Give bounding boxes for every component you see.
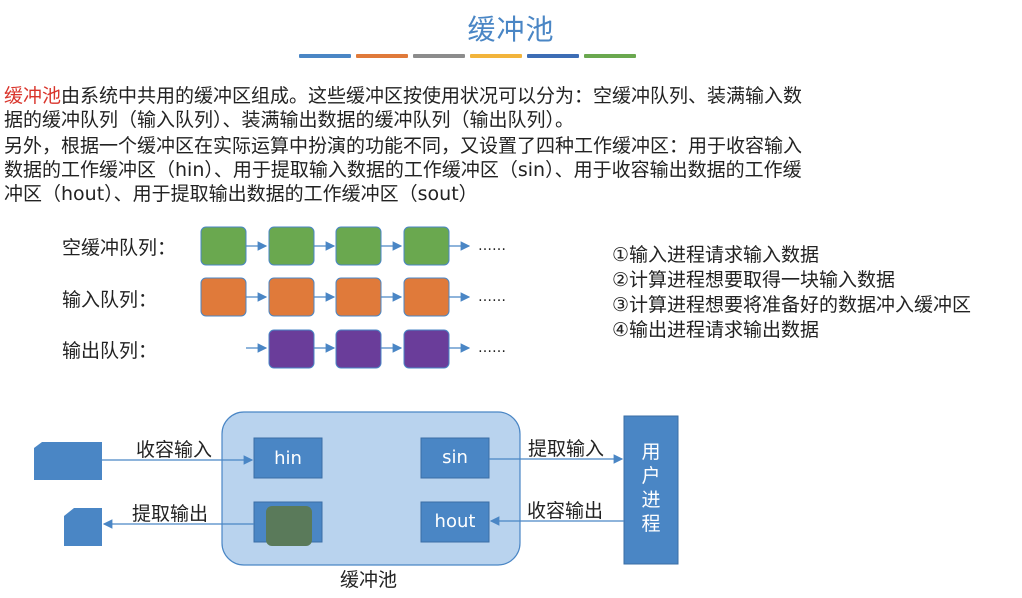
title-bar-segment [527, 54, 579, 58]
output-buffer-block [403, 329, 450, 369]
step-item: ①输入进程请求输入数据 [612, 244, 820, 266]
hin-box [253, 437, 323, 479]
label-fetch-input: 提取输入 [528, 438, 605, 460]
output-queue-ellipsis: …… [478, 340, 506, 356]
step-item: ②计算进程想要取得一块输入数据 [612, 269, 896, 291]
title-bar-segment [413, 54, 465, 58]
step-item: ④输出进程请求输出数据 [612, 319, 820, 341]
title-bar-segment [470, 54, 522, 58]
empty-buffer-block [335, 226, 382, 266]
intro-line-4: 数据的工作缓冲区（hin）、用于提取输入数据的工作缓冲区（sin）、用于收容输出… [4, 159, 802, 181]
intro-highlight: 缓冲池 [4, 85, 62, 107]
input-buffer-block [268, 277, 315, 317]
buffer-pool-label: 缓冲池 [340, 569, 398, 591]
input-queue-ellipsis: …… [478, 289, 506, 305]
label-collect-input: 收容输入 [136, 439, 213, 461]
label-collect-output: 收容输出 [527, 500, 604, 522]
input-queue: …… [200, 277, 506, 317]
input-device-icon [34, 442, 102, 480]
output-buffer-block [268, 329, 315, 369]
hout-label: hout [434, 511, 476, 532]
title-bar-segment [584, 54, 636, 58]
sin-box [420, 437, 490, 479]
input-buffer-block [335, 277, 382, 317]
steps-list: ①输入进程请求输入数据 ②计算进程想要取得一块输入数据 ③计算进程想要将准备好的… [612, 243, 971, 343]
label-fetch-output: 提取输出 [132, 503, 209, 525]
output-buffer-block [335, 329, 382, 369]
title-bar-segment [356, 54, 408, 58]
empty-buffer-block [200, 226, 247, 266]
empty-queue: …… [200, 226, 506, 266]
sin-label: sin [442, 447, 468, 468]
sout-buffer-block [266, 506, 312, 546]
input-buffer-block [403, 277, 450, 317]
hin-label: hin [274, 448, 302, 469]
queue-label-output: 输出队列： [62, 340, 158, 362]
title-bar-segment [299, 54, 351, 58]
user-process-label: 用户进程 [641, 441, 661, 535]
queue-label-input: 输入队列： [62, 289, 158, 311]
input-buffer-block [200, 277, 247, 317]
intro-line-3: 另外，根据一个缓冲区在实际运算中扮演的功能不同，又设置了四种工作缓冲区：用于收容… [4, 135, 803, 157]
output-device-icon [64, 508, 102, 546]
hout-box [420, 501, 490, 543]
output-queue: …… [246, 329, 506, 369]
intro-line-2: 据的缓冲队列（输入队列）、装满输出数据的缓冲队列（输出队列）。 [4, 109, 575, 131]
queue-label-empty: 空缓冲队列： [62, 237, 177, 259]
intro-line-1-text: 由系统中共用的缓冲区组成。这些缓冲区按使用状况可以分为：空缓冲队列、装满输入数 [61, 85, 803, 107]
empty-buffer-block [403, 226, 450, 266]
page-title: 缓冲池 [467, 13, 555, 46]
empty-queue-ellipsis: …… [478, 238, 506, 254]
intro-line-5: 冲区（hout）、用于提取输出数据的工作缓冲区（sout） [4, 183, 478, 205]
intro-line-1: 缓冲池由系统中共用的缓冲区组成。这些缓冲区按使用状况可以分为：空缓冲队列、装满输… [4, 84, 924, 108]
user-process-box [623, 415, 679, 565]
empty-buffer-block [268, 226, 315, 266]
step-item: ③计算进程想要将准备好的数据冲入缓冲区 [612, 294, 972, 316]
